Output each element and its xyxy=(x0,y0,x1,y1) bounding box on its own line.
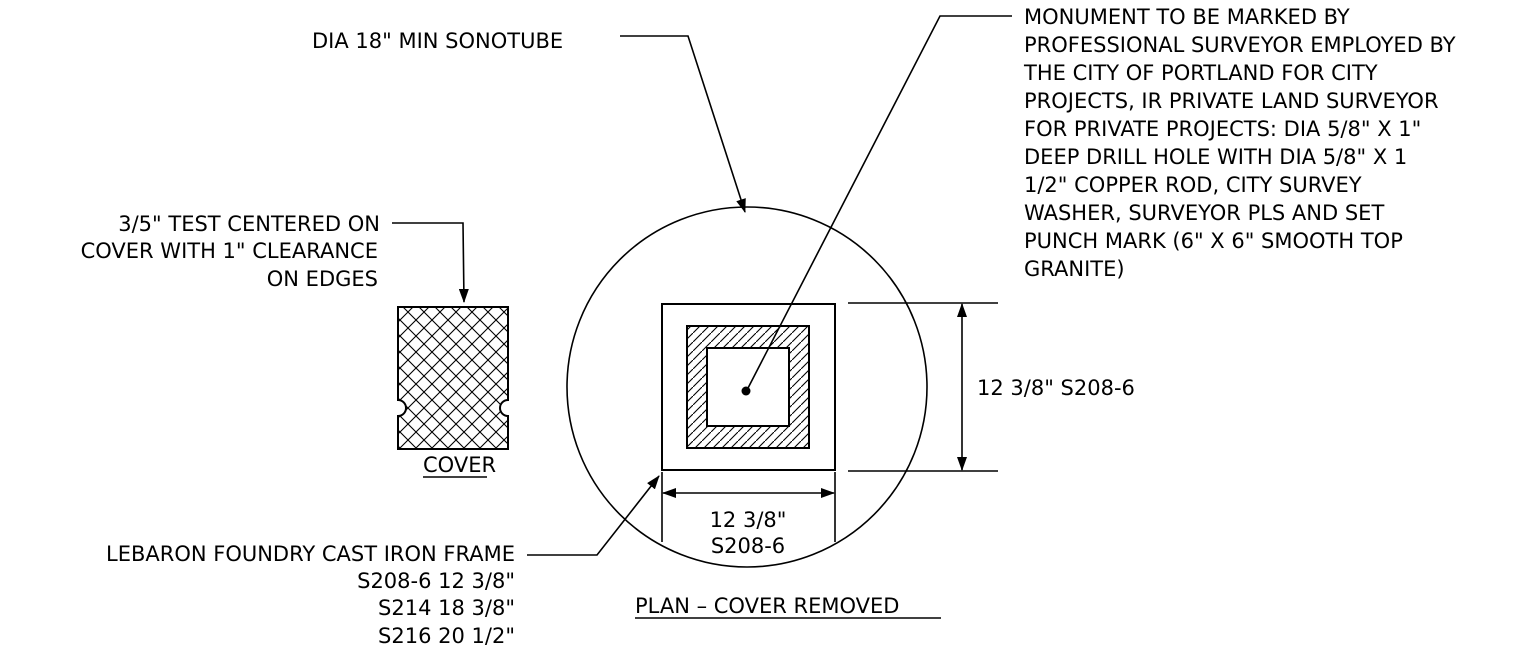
sonotube-leader xyxy=(620,35,746,213)
plan-title: PLAN – COVER REMOVED xyxy=(635,594,899,618)
monument-point xyxy=(741,386,751,396)
outer-frame xyxy=(661,303,836,471)
vertical-dimension-label: 12 3/8" S208-6 xyxy=(977,376,1135,400)
test-line: ON EDGES xyxy=(267,267,378,291)
test-note: 3/5" TEST CENTERED ON COVER WITH 1" CLEA… xyxy=(81,212,380,291)
frame-note: LEBARON FOUNDRY CAST IRON FRAME S208-6 1… xyxy=(106,542,515,648)
frame-leader xyxy=(527,475,660,556)
test-leader xyxy=(392,222,469,303)
monument-line: PUNCH MARK (6" X 6" SMOOTH TOP xyxy=(1024,229,1403,253)
monument-line: 1/2" COPPER ROD, CITY SURVEY xyxy=(1024,173,1362,197)
monument-line: THE CITY OF PORTLAND FOR CITY xyxy=(1023,61,1378,85)
sonotube-circle xyxy=(566,206,928,568)
monument-leader xyxy=(746,15,1012,391)
test-line: 3/5" TEST CENTERED ON xyxy=(118,212,380,236)
test-line: COVER WITH 1" CLEARANCE xyxy=(81,239,378,263)
frame-line: S214 18 3/8" xyxy=(378,596,515,620)
horizontal-dimension-label: 12 3/8" xyxy=(710,508,787,532)
monument-line: DEEP DRILL HOLE WITH DIA 5/8" X 1 xyxy=(1024,145,1407,169)
frame-hatch-ring xyxy=(686,325,810,449)
monument-note: MONUMENT TO BE MARKED BY PROFESSIONAL SU… xyxy=(1023,5,1456,281)
monument-line: GRANITE) xyxy=(1024,257,1125,281)
cover-title: COVER xyxy=(423,453,496,477)
cover-plate xyxy=(397,306,509,450)
monument-line: PROJECTS, IR PRIVATE LAND SURVEYOR xyxy=(1024,89,1439,113)
frame-line: LEBARON FOUNDRY CAST IRON FRAME xyxy=(106,542,515,566)
frame-line: S208-6 12 3/8" xyxy=(357,569,515,593)
sonotube-label: DIA 18" MIN SONOTUBE xyxy=(312,29,563,53)
monument-line: FOR PRIVATE PROJECTS: DIA 5/8" X 1" xyxy=(1024,117,1421,141)
monument-line: WASHER, SURVEYOR PLS AND SET xyxy=(1024,201,1384,225)
monument-line: MONUMENT TO BE MARKED BY xyxy=(1024,5,1350,29)
frame-line: S216 20 1/2" xyxy=(378,624,515,648)
monument-line: PROFESSIONAL SURVEYOR EMPLOYED BY xyxy=(1024,33,1456,57)
horizontal-dimension-label: S208-6 xyxy=(711,534,785,558)
